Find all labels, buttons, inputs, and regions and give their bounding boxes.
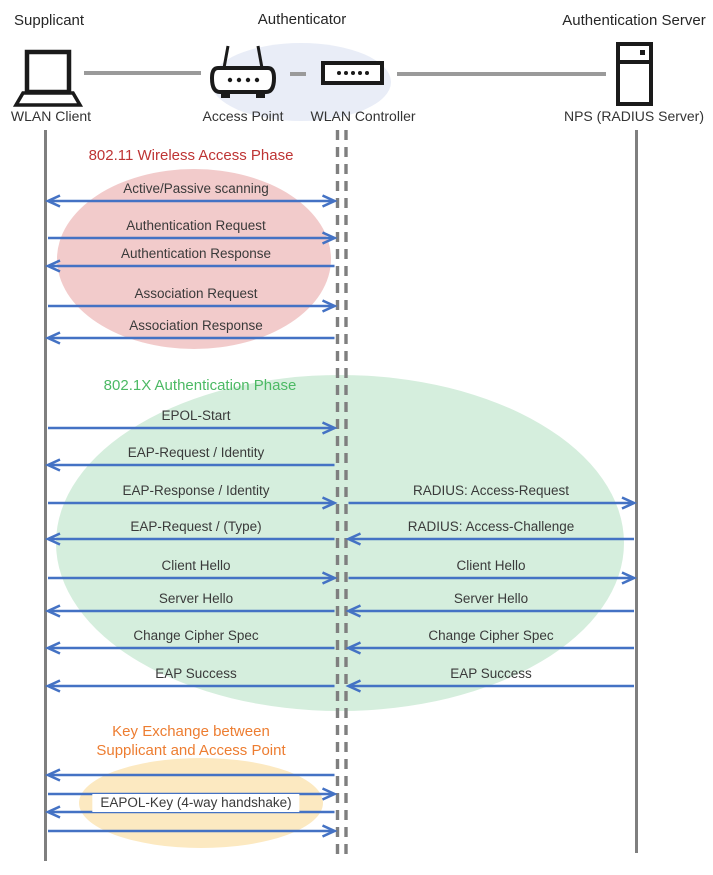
message-arrow xyxy=(348,496,638,510)
message-label: EAP-Request / Identity xyxy=(127,445,265,460)
phase3-title-line2: Supplicant and Access Point xyxy=(96,742,286,759)
message-arrow xyxy=(44,259,335,273)
message-arrow xyxy=(345,532,634,546)
arrowhead-right-icon xyxy=(321,194,338,208)
message-arrow xyxy=(48,231,338,245)
access-point-label: Access Point xyxy=(202,108,284,124)
message-arrow xyxy=(44,331,335,345)
phase3-title: Key Exchange between Supplicant and Acce… xyxy=(96,722,285,760)
arrowhead-right-icon xyxy=(321,231,338,245)
nps-radius-server-label: NPS (RADIUS Server) xyxy=(563,108,705,124)
message-arrow xyxy=(44,805,335,819)
message-arrow xyxy=(44,641,335,655)
arrowhead-right-icon xyxy=(321,824,338,838)
arrowhead-left-icon xyxy=(44,331,61,345)
arrowhead-right-icon xyxy=(321,299,338,313)
message-label: EPOL-Start xyxy=(161,408,231,423)
message-label: Change Cipher Spec xyxy=(428,628,554,643)
message-label: RADIUS: Access-Challenge xyxy=(407,519,575,534)
message-arrow xyxy=(48,824,338,838)
lifelines xyxy=(44,130,638,861)
arrowhead-right-icon xyxy=(321,787,338,801)
arrowhead-right-icon xyxy=(321,421,338,435)
supplicant-role-label: Supplicant xyxy=(14,12,85,29)
arrowhead-right-icon xyxy=(621,571,638,585)
message-arrow xyxy=(348,571,638,585)
arrowhead-left-icon xyxy=(345,604,362,618)
arrowhead-left-icon xyxy=(44,532,61,546)
message-label: Server Hello xyxy=(158,591,234,606)
message-label: Authentication Request xyxy=(126,218,266,233)
message-label: EAP Success xyxy=(155,666,237,681)
message-arrow xyxy=(44,679,335,693)
phase2-ellipse xyxy=(56,375,624,711)
authenticator-role-label: Authenticator xyxy=(257,11,347,28)
device-connector-line xyxy=(84,71,606,76)
message-label: Server Hello xyxy=(453,591,529,606)
message-label: EAP Success xyxy=(450,666,532,681)
arrowhead-left-icon xyxy=(345,641,362,655)
message-label: Association Response xyxy=(129,318,263,333)
phase3-title-line1: Key Exchange between xyxy=(112,723,270,740)
arrowhead-left-icon xyxy=(345,679,362,693)
phase1-title: 802.11 Wireless Access Phase xyxy=(88,147,294,164)
phase1-ellipse xyxy=(57,169,331,349)
message-label: Client Hello xyxy=(456,558,526,573)
message-arrow xyxy=(44,768,335,782)
message-arrow xyxy=(44,194,338,208)
arrowhead-left-icon xyxy=(44,641,61,655)
arrowhead-right-icon xyxy=(321,571,338,585)
message-label: EAPOL-Key (4-way handshake) xyxy=(92,794,300,812)
laptop-icon xyxy=(12,49,84,107)
message-label: Active/Passive scanning xyxy=(123,181,269,196)
wlan-client-label: WLAN Client xyxy=(10,108,92,124)
message-label: Authentication Response xyxy=(120,246,272,261)
arrowhead-left-icon xyxy=(345,532,362,546)
server-icon xyxy=(616,42,653,106)
wlan-controller-label: WLAN Controller xyxy=(310,108,416,124)
wlan-controller-icon xyxy=(321,61,384,85)
arrowhead-left-icon xyxy=(44,194,61,208)
arrowhead-left-icon xyxy=(44,768,61,782)
arrowhead-left-icon xyxy=(44,604,61,618)
auth-server-role-label: Authentication Server xyxy=(562,12,706,29)
message-label: Client Hello xyxy=(161,558,231,573)
message-arrow xyxy=(44,458,335,472)
message-label: Association Request xyxy=(134,286,258,301)
arrowhead-left-icon xyxy=(44,458,61,472)
message-label: EAP-Response / Identity xyxy=(122,483,270,498)
message-label: RADIUS: Access-Request xyxy=(412,483,570,498)
message-arrow xyxy=(44,604,335,618)
arrowhead-right-icon xyxy=(621,496,638,510)
message-arrow xyxy=(345,641,634,655)
message-arrow xyxy=(48,496,338,510)
wireless-access-point-icon xyxy=(209,45,277,98)
message-label: EAP-Request / (Type) xyxy=(130,519,262,534)
phase2-title: 802.1X Authentication Phase xyxy=(103,377,297,394)
message-arrow xyxy=(345,679,634,693)
message-arrow xyxy=(48,299,338,313)
arrowhead-right-icon xyxy=(321,496,338,510)
arrowhead-left-icon xyxy=(44,679,61,693)
arrowhead-left-icon xyxy=(44,805,61,819)
message-arrows xyxy=(44,194,638,838)
message-arrow xyxy=(48,421,338,435)
message-arrow xyxy=(44,532,335,546)
message-label: Change Cipher Spec xyxy=(133,628,259,643)
arrowhead-left-icon xyxy=(44,259,61,273)
message-arrow xyxy=(345,604,634,618)
message-arrow xyxy=(48,571,338,585)
